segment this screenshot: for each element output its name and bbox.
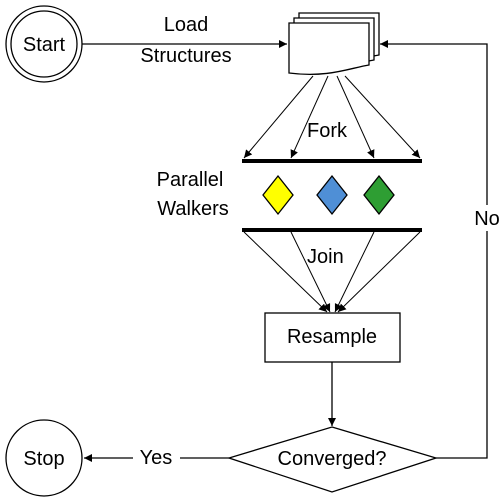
load-edge-label: Load Structures [140, 14, 231, 67]
start-label: Start [23, 34, 66, 56]
no-label: No [474, 208, 500, 230]
join-edge-2 [290, 231, 331, 313]
join-edges [243, 231, 421, 313]
yes-label: Yes [140, 447, 173, 469]
fork-edge-4 [344, 75, 421, 159]
load-label-line-2: Structures [140, 45, 231, 67]
join-edge-1 [243, 231, 328, 313]
load-label-line-1: Load [164, 14, 209, 36]
walker-blue [316, 174, 348, 216]
resample-node: Resample [264, 312, 401, 363]
no-edge [380, 40, 488, 459]
join-edge-3 [334, 231, 375, 313]
decision-label: Converged? [278, 448, 387, 470]
walkers-label-line-2: Walkers [157, 198, 228, 220]
document-stack-icon [288, 12, 380, 76]
fork-edge-3 [336, 75, 375, 159]
fork-label: Fork [307, 120, 348, 142]
walkers-label: Parallel Walkers [157, 169, 229, 220]
fork-edge-2 [290, 75, 329, 159]
walker-green [363, 174, 395, 216]
walkers-label-line-1: Parallel [157, 169, 224, 191]
join-edge-4 [337, 231, 421, 313]
walker-yellow [262, 174, 294, 216]
decision-node: Converged? [226, 426, 439, 493]
start-node: Start [5, 5, 83, 83]
stop-label: Stop [23, 448, 64, 470]
stop-node: Stop [5, 419, 83, 497]
resample-label: Resample [287, 326, 377, 348]
fork-edges [243, 75, 421, 159]
fork-edge-1 [243, 75, 314, 159]
join-label: Join [307, 246, 344, 268]
